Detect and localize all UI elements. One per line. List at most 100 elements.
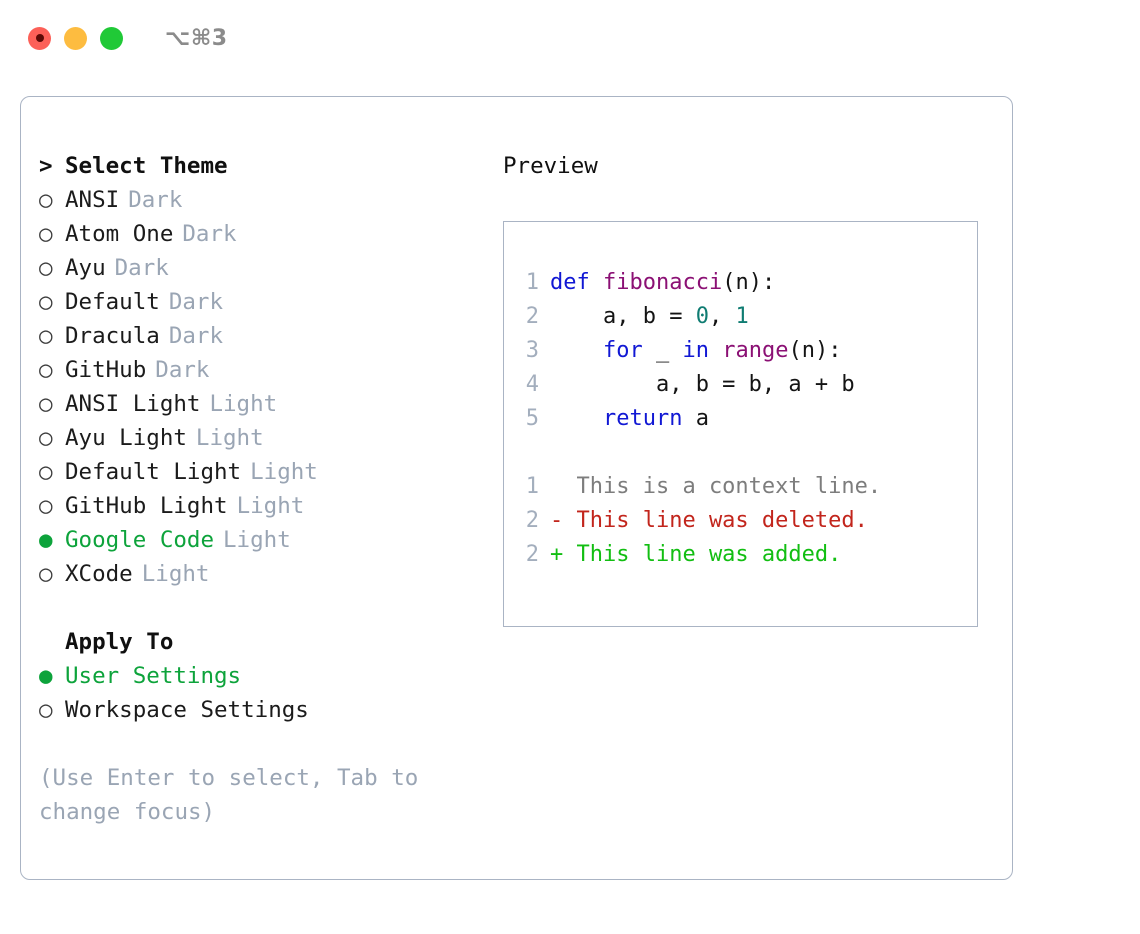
theme-option-xcode[interactable]: ○ XCode Light	[39, 557, 501, 591]
radio-unselected-icon: ○	[39, 221, 53, 247]
theme-variant-badge: Light	[250, 459, 318, 485]
apply-to-option-user-settings[interactable]: ● User Settings	[39, 659, 501, 693]
theme-variant-badge: Dark	[128, 187, 183, 213]
theme-variant-badge: Light	[141, 561, 210, 587]
theme-option-label: Ayu	[65, 255, 106, 281]
theme-option-label: Default	[65, 289, 160, 315]
theme-option-ansi[interactable]: ○ ANSI Dark	[39, 183, 501, 217]
apply-to-option-list: ● User Settings ○Workspace Settings	[39, 659, 501, 727]
theme-option-label: GitHub	[65, 357, 147, 383]
theme-variant-badge: Dark	[168, 323, 224, 349]
line-number: 1	[525, 270, 539, 295]
code-text: a, b = b, a + b	[550, 368, 855, 402]
title-bar: ⌥⌘3	[0, 0, 1140, 76]
minimize-window-button[interactable]	[64, 26, 87, 50]
radio-unselected-icon: ○	[39, 323, 53, 349]
code-token-keyword: for	[602, 338, 643, 363]
apply-to-option-workspace-settings[interactable]: ○Workspace Settings	[39, 693, 501, 727]
line-number: 1	[525, 474, 539, 499]
theme-option-label: Default Light	[65, 459, 242, 485]
apply-to-option-label: Workspace Settings	[65, 697, 309, 723]
code-line: 5 return a	[504, 402, 977, 436]
code-token-plain: (n):	[722, 270, 776, 295]
theme-option-label: Atom One	[65, 221, 174, 247]
code-token-keyword: def	[550, 270, 603, 295]
apply-to-heading: Apply To	[39, 625, 501, 659]
code-token-function: range	[722, 338, 789, 363]
radio-unselected-icon: ○	[39, 187, 53, 213]
select-theme-heading-label: Select Theme	[65, 153, 228, 179]
code-token-keyword: in	[682, 338, 709, 363]
theme-variant-badge: Dark	[182, 221, 237, 247]
radio-unselected-icon: ○	[39, 391, 53, 417]
radio-selected-icon: ●	[39, 663, 53, 689]
theme-option-ayu-light[interactable]: ○ Ayu Light Light	[39, 421, 501, 455]
code-token-plain: _	[642, 338, 683, 363]
caret-icon: >	[39, 153, 53, 179]
code-line: 3 for _ in range(n):	[504, 334, 977, 368]
radio-selected-icon: ●	[39, 527, 53, 553]
line-number: 2	[525, 542, 539, 567]
line-number: 2	[525, 508, 539, 533]
theme-option-label: ANSI Light	[65, 391, 201, 417]
radio-unselected-icon: ○	[39, 289, 53, 315]
theme-variant-badge: Dark	[155, 357, 210, 383]
radio-unselected-icon: ○	[39, 459, 53, 485]
theme-variant-badge: Dark	[168, 289, 224, 315]
theme-variant-badge: Light	[195, 425, 264, 451]
theme-option-dracula[interactable]: ○ Dracula Dark	[39, 319, 501, 353]
theme-option-label: Dracula	[65, 323, 160, 349]
code-text: def fibonacci(n):	[550, 266, 775, 300]
select-theme-heading: > Select Theme	[39, 149, 501, 183]
theme-option-atom-one[interactable]: ○ Atom One Dark	[39, 217, 501, 251]
diff-line-added: 2 + This line was added.	[504, 538, 977, 572]
code-token-plain: ,	[708, 304, 736, 329]
diff-sample: 1 This is a context line. 2- This line wa…	[504, 470, 977, 572]
code-token-plain: a, b = b, a + b	[550, 372, 855, 397]
code-spacer	[504, 436, 977, 470]
line-number: 4	[525, 372, 539, 397]
code-token-plain: a	[682, 406, 709, 431]
preview-heading-label: Preview	[503, 153, 598, 179]
theme-option-label: Google Code	[65, 527, 215, 553]
window-shortcut-label: ⌥⌘3	[165, 25, 228, 51]
line-number: 5	[525, 406, 539, 431]
theme-option-label: ANSI	[65, 187, 120, 213]
theme-option-default-light[interactable]: ○ Default Light Light	[39, 455, 501, 489]
apply-to-heading-label: Apply To	[65, 629, 174, 655]
theme-option-label: XCode	[65, 561, 133, 587]
theme-option-default[interactable]: ○ Default Dark	[39, 285, 501, 319]
theme-option-label: Ayu Light	[65, 425, 187, 451]
code-token-function: fibonacci	[602, 270, 723, 295]
section-spacer	[39, 591, 501, 625]
apply-to-option-label: User Settings	[65, 663, 242, 689]
code-token-number: 0	[695, 304, 709, 329]
radio-unselected-icon: ○	[39, 561, 53, 587]
radio-unselected-icon: ○	[39, 425, 53, 451]
diff-text: This is a context line.	[550, 474, 882, 499]
code-token-plain	[550, 406, 603, 431]
line-number: 3	[525, 338, 539, 363]
theme-option-ansi-light[interactable]: ○ ANSI Light Light	[39, 387, 501, 421]
close-window-button[interactable]	[28, 26, 51, 50]
radio-unselected-icon: ○	[39, 357, 53, 383]
theme-option-github[interactable]: ○ GitHub Dark	[39, 353, 501, 387]
code-text: a, b = 0, 1	[550, 300, 749, 334]
radio-unselected-icon: ○	[39, 493, 53, 519]
traffic-light-group	[28, 26, 123, 50]
theme-variant-badge: Light	[209, 391, 278, 417]
line-number: 2	[525, 304, 539, 329]
diff-line-removed: 2- This line was deleted.	[504, 504, 977, 538]
diff-text: + This line was added.	[550, 542, 842, 567]
zoom-window-button[interactable]	[100, 26, 123, 50]
